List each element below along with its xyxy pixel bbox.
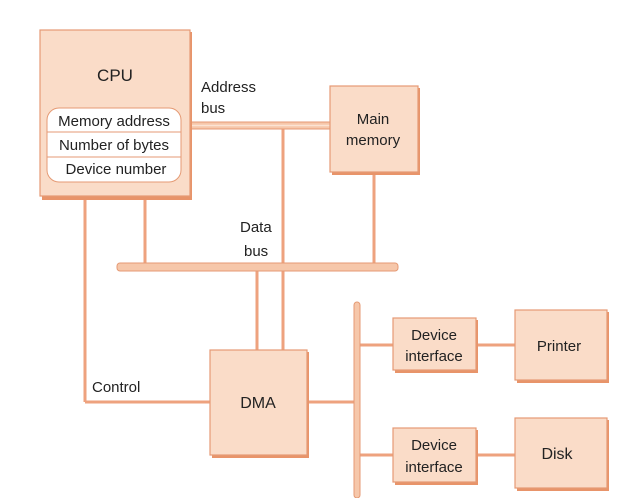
address-bus-label-line2: bus [201, 100, 225, 117]
register-number-of-bytes: Number of bytes [59, 137, 169, 154]
device-interface-2-label-line1: Device [411, 437, 457, 454]
disk-label: Disk [541, 446, 573, 463]
printer-block: Printer [514, 309, 609, 383]
device-interface-2-box [392, 427, 477, 483]
control-label: Control [92, 379, 140, 396]
device-bus [353, 301, 361, 498]
connectors [83, 128, 515, 457]
device-interface-1-label-line2: interface [405, 348, 463, 365]
device-interface-2-block: Device interface [392, 427, 478, 485]
main-memory-label-line2: memory [346, 132, 401, 149]
disk-box [514, 417, 608, 489]
device-interface-2-label-line2: interface [405, 459, 463, 476]
cpu-register-table [46, 107, 182, 183]
cpu-label: CPU [97, 66, 133, 85]
data-bus-label-line2: bus [244, 243, 268, 260]
dma-label: DMA [240, 395, 276, 412]
dma-box [209, 349, 308, 456]
dma-block: DMA [209, 349, 309, 458]
printer-label: Printer [537, 338, 581, 355]
main-memory-label-line1: Main [357, 111, 390, 128]
address-bus-label-line1: Address [201, 79, 256, 96]
cpu-block: CPU Memory address Number of bytes Devic… [39, 29, 192, 200]
register-device-number: Device number [66, 161, 167, 178]
register-memory-address: Memory address [58, 113, 170, 130]
data-bus-label-line1: Data [240, 219, 272, 236]
main-memory-box [329, 85, 419, 173]
printer-box [514, 309, 608, 381]
device-interface-1-block: Device interface [392, 317, 478, 373]
device-interface-1-label-line1: Device [411, 327, 457, 344]
disk-block: Disk [514, 417, 609, 491]
data-bus [116, 262, 399, 272]
main-memory-block: Main memory [329, 85, 420, 175]
device-interface-1-box [392, 317, 477, 371]
